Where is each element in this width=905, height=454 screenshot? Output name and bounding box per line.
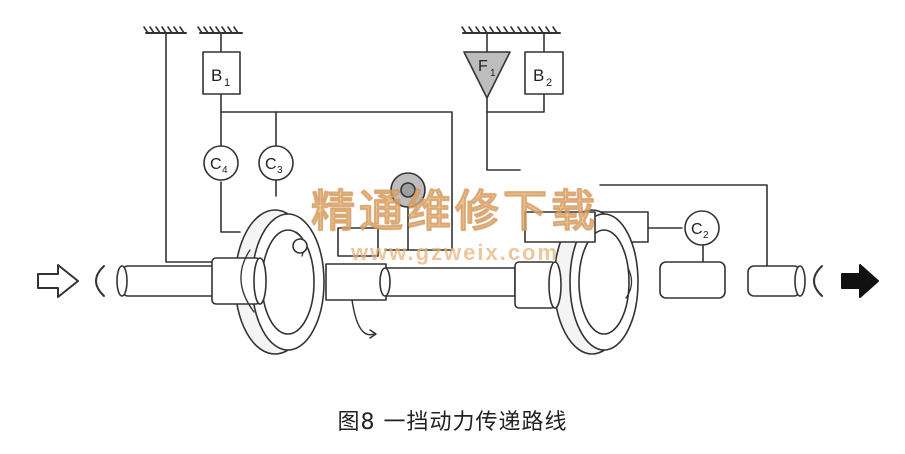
input-arrow-icon [37,264,79,298]
ground-hatch-2 [197,26,243,34]
b2-label: B [533,66,544,85]
output-arrow-icon [841,264,879,298]
engaged-clutch-indicator [390,172,426,251]
right-planetary-gear [514,209,639,355]
c2-label: C [691,221,703,238]
f1-subscript: 1 [490,68,496,79]
clutch-c3: C 3 [258,145,294,181]
watermark-url: www.gzweix.com [350,240,559,265]
brake-b2: B 2 [524,51,564,95]
input-rotation-arrow [95,265,105,297]
input-shaft [116,265,218,297]
ground-hatch-1 [143,26,187,34]
c4-label: C [210,156,222,173]
ground-hatch-3 [461,26,561,34]
middle-rotation-arrow [351,299,375,336]
left-planetary-gear [211,209,325,355]
clutch-c2: C 2 [684,210,720,246]
brake-b1: B 1 [202,51,241,95]
watermark-text: 精通维修下载 [311,187,599,236]
output-rotation-arrow [813,265,823,297]
f1-label: F [478,58,488,75]
middle-rotation-arrowhead [369,329,377,339]
clutch-c4: C 4 [203,145,239,181]
output-shaft [659,261,806,299]
b1-subscript: 1 [224,77,230,89]
c2-subscript: 2 [703,230,709,241]
b2-subscript: 2 [546,77,552,89]
c4-subscript: 4 [222,165,228,176]
figure-caption: 图8 一挡动力传递路线 [337,410,568,435]
c3-label: C [265,156,277,173]
c3-subscript: 3 [277,165,283,176]
one-way-clutch-f1: F 1 [463,51,511,99]
b1-label: B [211,66,222,85]
middle-shaft [325,263,516,301]
